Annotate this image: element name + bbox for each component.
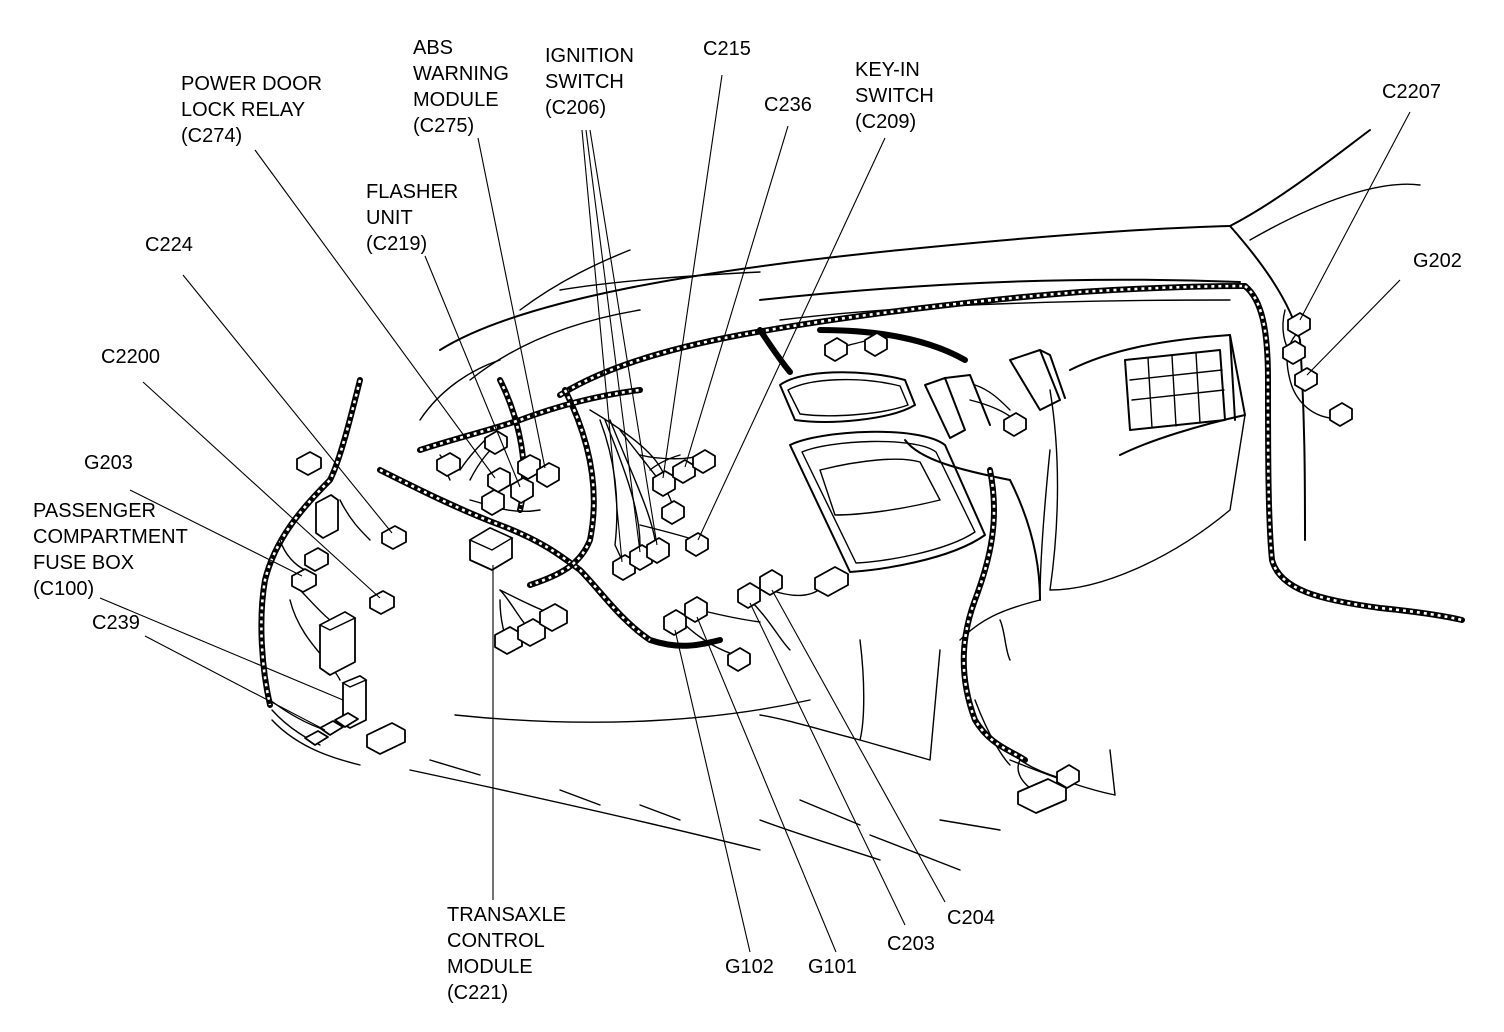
label-c204: C204: [947, 907, 995, 929]
leader-abs-warning-module: [477, 137, 546, 469]
connector-c2200: [369, 590, 395, 615]
label-c236: C236: [764, 94, 812, 116]
connector-console-a: [824, 337, 848, 362]
connector-flasher-top: [436, 452, 461, 477]
label-c224: C224: [145, 234, 193, 256]
label-g101: G101: [808, 956, 857, 978]
leader-c236: [684, 125, 789, 468]
leader-c204: [771, 589, 946, 903]
connector-c239-c: [334, 712, 359, 728]
leader-c239: [144, 635, 326, 731]
leader-c224: [182, 274, 393, 534]
console-trays: [779, 371, 986, 573]
connector-g102: [663, 609, 687, 636]
connector-left-tall: [315, 494, 339, 539]
wiring-harness: [258, 283, 1465, 763]
connector-c203: [737, 582, 761, 609]
connector-c224: [381, 525, 407, 550]
label-c239: C239: [92, 612, 140, 634]
label-abs-warning-module: ABS WARNING MODULE (C275): [413, 37, 514, 137]
connector-g101: [684, 596, 708, 623]
label-flasher-unit: FLASHER UNIT (C219): [366, 181, 464, 255]
leader-power-door-lock-relay: [254, 149, 496, 479]
label-c215: C215: [703, 38, 751, 60]
connector-g203-top: [304, 547, 329, 572]
connector-lower-cluster-b: [517, 618, 546, 647]
connectors: [291, 312, 1353, 814]
connector-right-b: [1282, 340, 1306, 365]
leader-fuse-box: [99, 597, 344, 701]
connector-console-b: [864, 332, 888, 357]
label-g102: G102: [725, 956, 774, 978]
label-ignition-switch: IGNITION SWITCH (C206): [545, 45, 639, 119]
label-c203: C203: [887, 933, 935, 955]
leader-ignition-switch-a: [581, 129, 623, 563]
leader-c215: [662, 74, 723, 479]
leader-ignition-switch-b: [585, 129, 641, 553]
connector-right-of-c204: [814, 566, 849, 597]
connector-fuse-box: [318, 611, 357, 676]
connector-c204: [759, 569, 783, 596]
leader-c2200: [142, 381, 381, 599]
connector-right-d: [1329, 402, 1353, 427]
connector-lower-mid: [727, 647, 751, 672]
leader-c2207: [1299, 111, 1411, 321]
connector-c274-b: [481, 489, 505, 516]
connector-c236-b: [692, 449, 716, 474]
leader-g102: [674, 629, 751, 953]
leader-key-in-switch: [697, 137, 886, 541]
label-transaxle-control-module: TRANSAXLE CONTROL MODULE (C221): [447, 904, 572, 1004]
connector-c274: [487, 467, 511, 493]
leader-g202: [1306, 279, 1401, 376]
connector-lower-cluster-c: [539, 603, 568, 632]
leader-g101: [696, 616, 837, 953]
connector-c236: [672, 459, 696, 484]
connector-c215: [652, 470, 676, 497]
connector-upper-left: [296, 451, 322, 476]
connector-c239-b: [319, 720, 344, 736]
connector-c209: [685, 532, 709, 557]
leader-g203: [129, 489, 303, 577]
center-vent-grid: [1124, 349, 1226, 431]
label-key-in-switch: KEY-IN SWITCH (C209): [855, 59, 939, 133]
connector-lower-left-block: [366, 722, 406, 755]
connector-abs-b: [536, 462, 560, 488]
label-g202: G202: [1413, 250, 1462, 272]
label-c2200: C2200: [101, 346, 160, 368]
leader-c203: [749, 602, 906, 926]
leader-flasher-unit: [424, 255, 521, 488]
connector-mid-a: [661, 500, 685, 525]
connector-bottom-right-a: [1056, 764, 1080, 789]
label-power-door-lock-relay: POWER DOOR LOCK RELAY (C274): [181, 73, 328, 147]
label-g203: G203: [84, 452, 133, 474]
leader-ignition-switch-c: [589, 129, 658, 546]
connector-c100: [291, 568, 317, 593]
label-c2207: C2207: [1382, 81, 1441, 103]
connector-c219: [510, 477, 534, 504]
connector-upper-mid: [484, 430, 508, 455]
dashboard-outline: [409, 129, 1421, 871]
connector-lower-cluster-a: [494, 626, 523, 655]
connector-c239-a: [304, 730, 329, 746]
connector-column: [1003, 412, 1027, 437]
connector-bottom-right-block: [1017, 778, 1067, 814]
callout-labels: POWER DOOR LOCK RELAY (C274) ABS WARNING…: [33, 37, 1462, 1004]
connector-c2207: [1287, 312, 1311, 337]
label-passenger-fuse-box: PASSENGER COMPARTMENT FUSE BOX (C100): [33, 500, 193, 600]
connector-pigtails: [269, 309, 1331, 789]
column-brackets: [924, 349, 1066, 439]
connector-g202: [1294, 367, 1318, 392]
connector-c221-tcm: [468, 527, 514, 571]
connector-c206-c: [646, 537, 670, 564]
leader-lines: [99, 74, 1411, 953]
